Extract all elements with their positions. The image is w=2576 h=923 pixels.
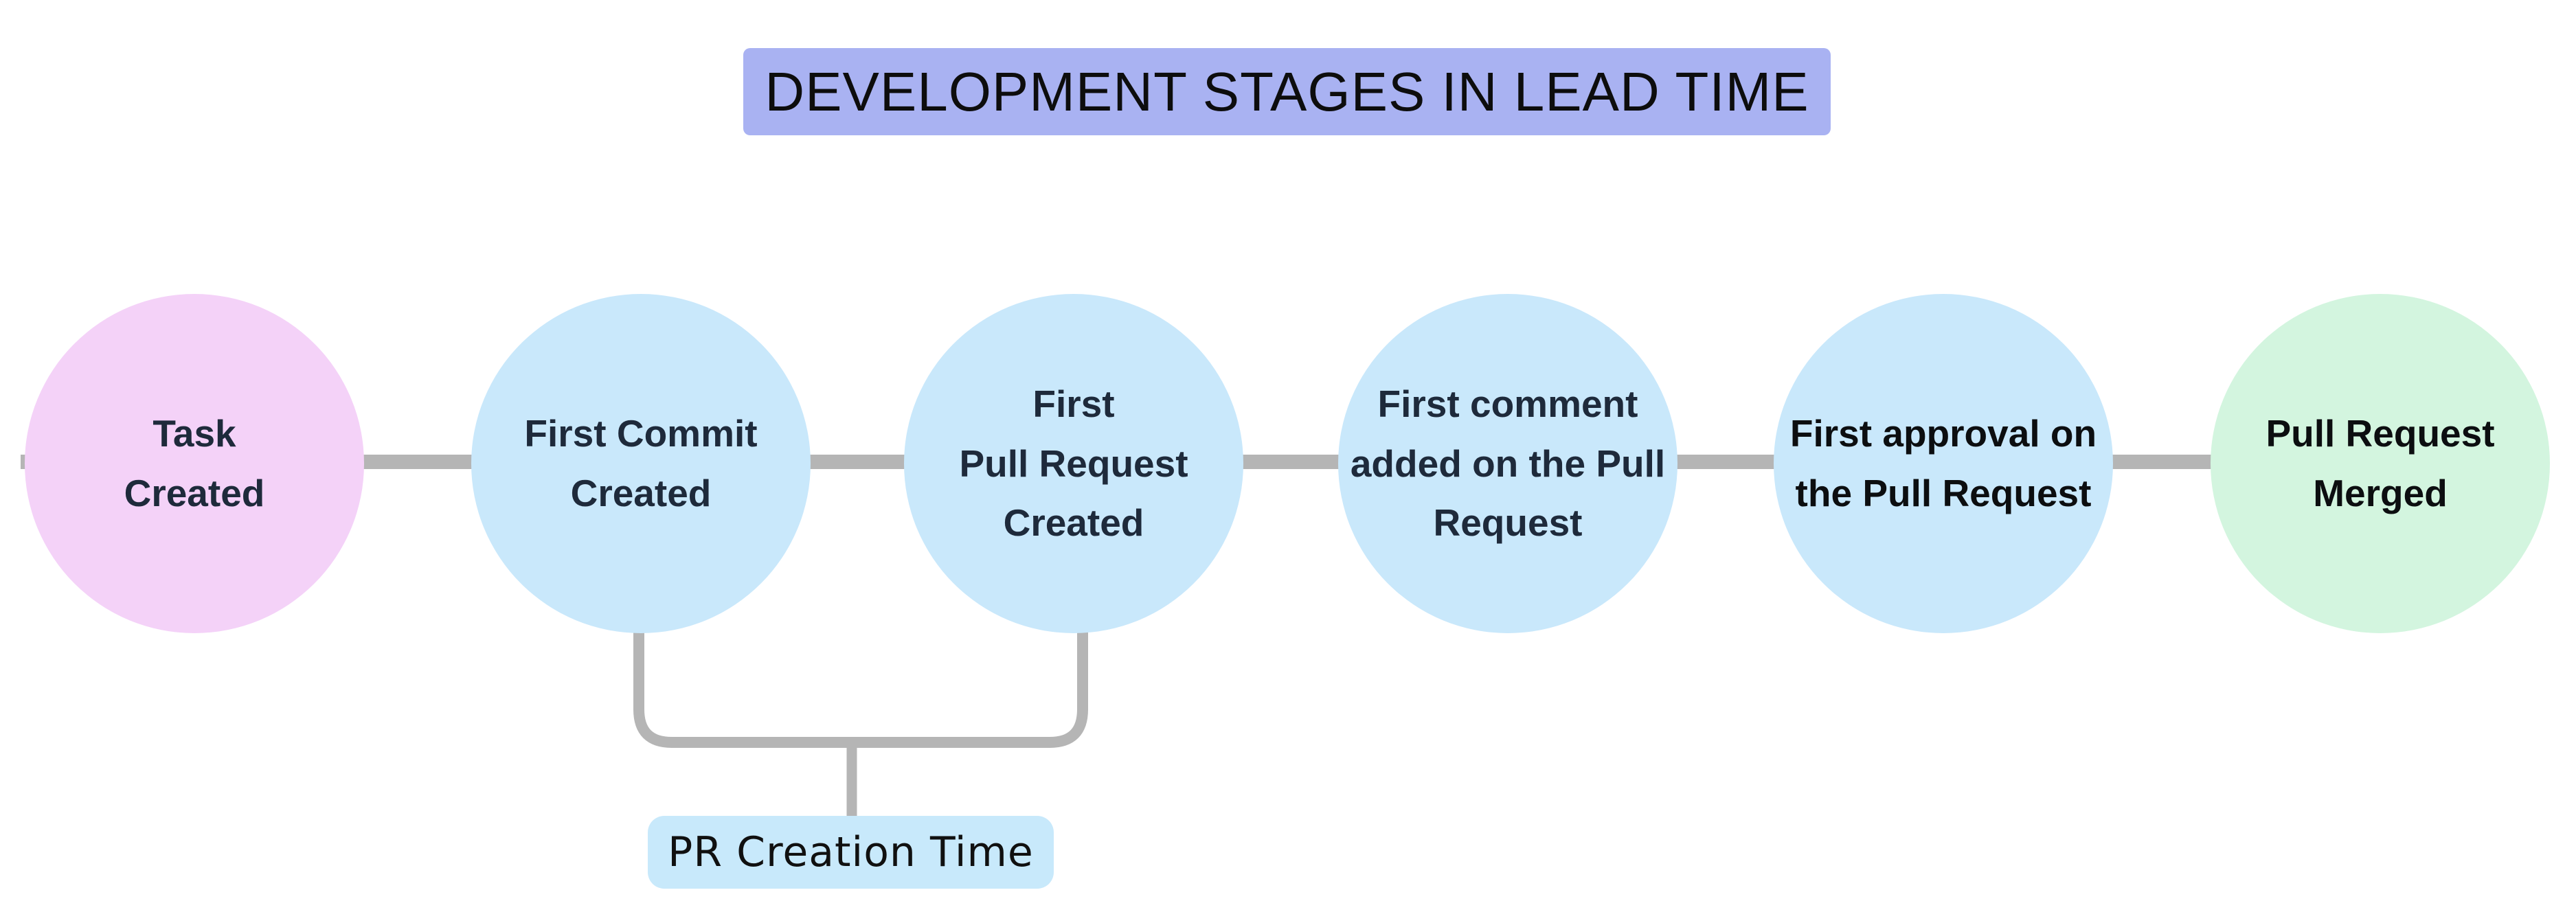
stage-label: First Commit Created	[524, 412, 758, 514]
stage-circle-first-pull-request-created: First Pull Request Created	[904, 294, 1243, 633]
stage-label: Pull Request Merged	[2266, 412, 2495, 514]
bracket-curve	[633, 603, 1088, 748]
stage-label: First approval on the Pull Request	[1789, 412, 2097, 514]
stage-label: First Pull Request Created	[959, 382, 1188, 545]
stage-circle-task-created: Task Created	[25, 294, 364, 633]
stage-circle-first-comment-added: First comment added on the Pull Request	[1338, 294, 1677, 633]
stage-label: Task Created	[124, 412, 265, 514]
stage-circle-first-approval: First approval on the Pull Request	[1774, 294, 2113, 633]
pr-creation-time-text: PR Creation Time	[668, 828, 1034, 876]
stage-circle-pull-request-merged: Pull Request Merged	[2211, 294, 2550, 633]
diagram-title: DEVELOPMENT STAGES IN LEAD TIME	[765, 60, 1809, 122]
stage-circle-first-commit-created: First Commit Created	[471, 294, 811, 633]
pr-creation-time-label: PR Creation Time	[648, 816, 1054, 889]
title-box: DEVELOPMENT STAGES IN LEAD TIME	[743, 48, 1831, 135]
stage-label: First comment added on the Pull Request	[1350, 382, 1666, 545]
